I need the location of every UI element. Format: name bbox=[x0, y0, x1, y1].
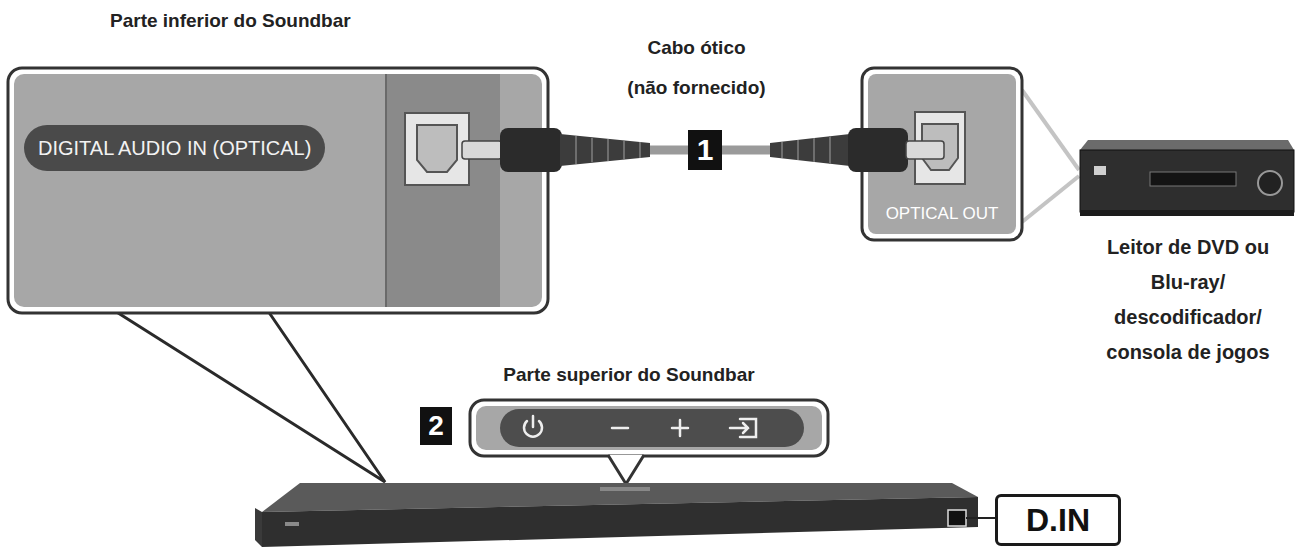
cable-plug bbox=[782, 136, 830, 164]
dvd-player bbox=[1080, 140, 1294, 216]
button-icons bbox=[679, 420, 682, 436]
bottom-panel-callout bbox=[385, 74, 387, 307]
device-label-holder: Leitor de DVD ou Blu-ray/ descodificador… bbox=[1088, 230, 1288, 370]
cable-plug bbox=[770, 134, 850, 166]
optical-port bbox=[405, 113, 469, 185]
optical-port bbox=[405, 113, 469, 185]
dvd-player bbox=[1080, 150, 1294, 212]
device-label: Leitor de DVD ou Blu-ray/ descodificador… bbox=[1088, 230, 1288, 370]
cable-label-holder: Cabo ótico (não fornecido) bbox=[626, 28, 767, 108]
port-label: DIGITAL AUDIO IN (OPTICAL) bbox=[38, 125, 311, 171]
cable-plug bbox=[576, 136, 640, 164]
cable-plug bbox=[560, 134, 650, 166]
cable-plug bbox=[500, 128, 562, 172]
panel-callout: OPTICAL OUT bbox=[862, 68, 1022, 240]
panel-callout: Parte superior do Soundbar bbox=[470, 400, 828, 456]
cable-plug bbox=[906, 141, 944, 159]
output-panel-callout bbox=[1022, 90, 1079, 170]
bottom-panel-callout bbox=[386, 74, 500, 307]
cable-plug bbox=[848, 128, 908, 172]
top-panel-callout bbox=[476, 406, 822, 450]
button-icons bbox=[612, 427, 628, 430]
bottom-panel-callout bbox=[115, 311, 385, 482]
cable-plug bbox=[770, 128, 944, 172]
soundbar bbox=[255, 483, 995, 547]
port-label: OPTICAL OUT bbox=[862, 204, 1022, 224]
callout-number-holder: 1 bbox=[688, 130, 722, 170]
port-label-pill: DIGITAL AUDIO IN (OPTICAL) bbox=[24, 125, 325, 171]
button-icons bbox=[524, 416, 756, 437]
top-panel-callout bbox=[500, 409, 804, 447]
panel-heading: Parte superior do Soundbar bbox=[450, 364, 808, 386]
button-icons bbox=[730, 423, 748, 433]
soundbar bbox=[948, 510, 966, 526]
panel-callout: Parte inferior do SoundbarDIGITAL AUDIO … bbox=[8, 68, 548, 313]
display-box: D.IN bbox=[995, 494, 1121, 546]
button-icons bbox=[532, 416, 535, 427]
top-panel-callout bbox=[470, 400, 828, 484]
dvd-player bbox=[1094, 166, 1106, 175]
cable-plug bbox=[462, 141, 502, 159]
bottom-panel-callout bbox=[14, 74, 542, 307]
cable-plug bbox=[462, 128, 650, 172]
panel-heading: Parte inferior do Soundbar bbox=[110, 10, 351, 32]
bottom-panel-callout bbox=[8, 68, 548, 482]
callout-number: 1 bbox=[688, 130, 722, 170]
callout-number-holder: 2 bbox=[420, 407, 452, 445]
soundbar bbox=[966, 517, 995, 519]
soundbar bbox=[255, 508, 262, 547]
top-panel-callout bbox=[608, 455, 644, 484]
soundbar bbox=[600, 487, 650, 491]
dvd-player bbox=[1150, 172, 1236, 186]
display-text: D.IN bbox=[1026, 500, 1090, 540]
dvd-player bbox=[1258, 171, 1282, 195]
dvd-player bbox=[1080, 210, 1294, 216]
bottom-panel-callout bbox=[8, 68, 548, 313]
soundbar bbox=[285, 522, 299, 526]
optical-port bbox=[417, 125, 457, 172]
top-panel-callout bbox=[470, 400, 828, 456]
soundbar bbox=[262, 497, 978, 547]
output-panel-callout bbox=[1022, 176, 1079, 222]
cable-label: Cabo ótico (não fornecido) bbox=[626, 28, 767, 108]
callout-number: 2 bbox=[420, 407, 452, 445]
dvd-player bbox=[1080, 140, 1294, 150]
